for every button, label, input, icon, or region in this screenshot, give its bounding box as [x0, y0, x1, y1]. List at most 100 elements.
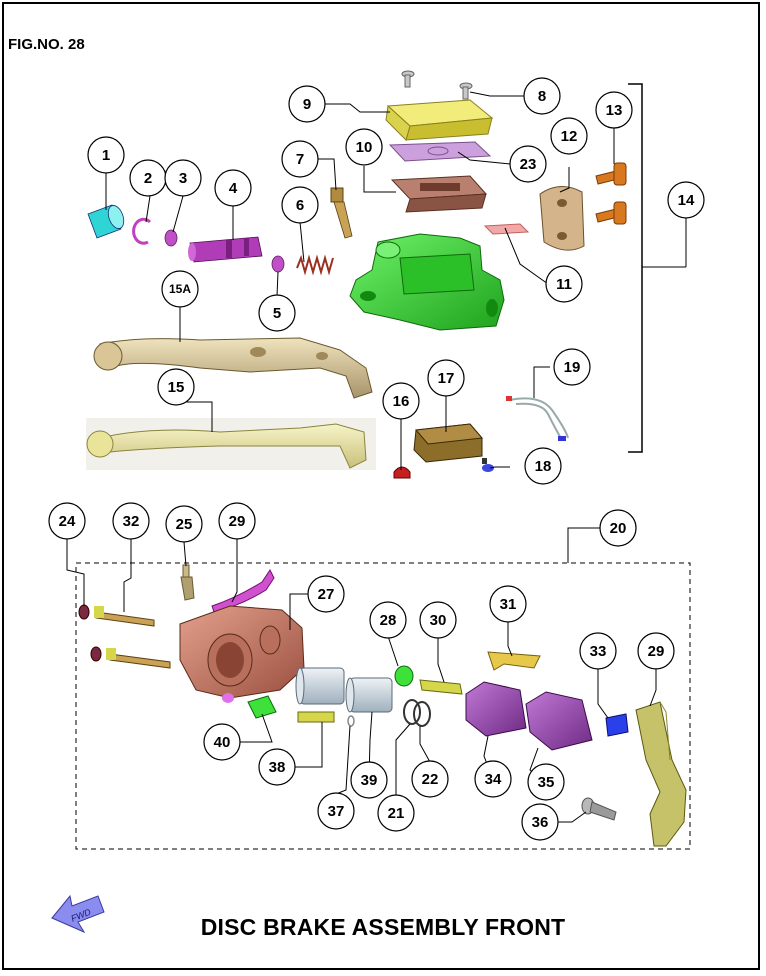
callout-label-30: 30	[430, 612, 447, 629]
callout-label-29a: 29	[229, 513, 246, 530]
callout-label-6: 6	[296, 197, 304, 214]
callout-15A	[161, 270, 199, 308]
callout-12	[550, 117, 588, 155]
part-18-screw	[482, 458, 494, 472]
callout-label-1: 1	[102, 147, 110, 164]
callout-33	[579, 632, 617, 670]
part-30-pin	[419, 679, 463, 695]
callout-19	[553, 348, 591, 386]
part-34-pad	[465, 681, 527, 737]
callout-10	[345, 128, 383, 166]
callout-label-39: 39	[361, 772, 378, 789]
callout-label-34: 34	[485, 771, 502, 788]
part-35-pad	[525, 691, 593, 751]
callout-38	[258, 748, 296, 786]
callout-34	[474, 760, 512, 798]
leader-lines	[66, 91, 657, 823]
part-24-caps	[78, 604, 102, 662]
callout-40	[203, 723, 241, 761]
part-29-boot	[211, 569, 275, 613]
callout-label-18: 18	[535, 458, 552, 475]
callout-label-11: 11	[556, 276, 572, 293]
callout-label-2: 2	[144, 170, 152, 187]
part-40-plug	[247, 695, 277, 719]
callout-36	[521, 803, 559, 841]
part-37-ring	[347, 715, 355, 727]
callout-label-35: 35	[538, 774, 555, 791]
callout-1	[87, 136, 125, 174]
callout-label-20: 20	[610, 520, 627, 537]
part-39-pistons	[295, 667, 393, 713]
callout-label-8: 8	[538, 88, 546, 105]
callout-8	[523, 77, 561, 115]
callout-label-38: 38	[269, 759, 286, 776]
callout-label-40: 40	[214, 734, 231, 751]
callout-label-33: 33	[590, 643, 607, 660]
callout-29b	[637, 632, 675, 670]
callout-4	[214, 169, 252, 207]
part-15A-lever	[93, 337, 373, 399]
callout-25	[165, 505, 203, 543]
callout-39	[350, 761, 388, 799]
part-10-diaphragm	[390, 175, 488, 213]
part-28-plug	[394, 665, 414, 687]
callout-9	[288, 85, 326, 123]
part-32-pins	[94, 606, 171, 669]
part-19-wires	[509, 397, 569, 441]
callout-35	[527, 763, 565, 801]
callout-27	[307, 575, 345, 613]
callout-7	[281, 140, 319, 178]
callout-label-12: 12	[561, 128, 578, 145]
callout-label-3: 3	[179, 170, 187, 187]
part-29-bracket	[635, 701, 687, 847]
part-5-cup	[271, 255, 285, 273]
part-2-circlip	[132, 217, 152, 245]
callout-label-22: 22	[422, 771, 439, 788]
part-25-bleeder	[180, 564, 195, 601]
callout-label-10: 10	[356, 139, 373, 156]
callout-29a	[218, 502, 256, 540]
callout-17	[427, 359, 465, 397]
callout-5	[258, 294, 296, 332]
callout-11	[545, 265, 583, 303]
callout-32	[112, 502, 150, 540]
callout-14	[667, 181, 705, 219]
callout-label-27: 27	[318, 586, 335, 603]
part-36-bolt	[581, 797, 617, 821]
part-38-pin	[297, 711, 335, 723]
callout-28	[369, 601, 407, 639]
group-bracket-14	[628, 83, 643, 453]
part-15-lever	[86, 418, 376, 470]
part-12-clamp	[539, 186, 585, 251]
callout-label-14: 14	[678, 192, 695, 209]
callout-label-37: 37	[328, 803, 345, 820]
callout-22	[411, 760, 449, 798]
part-17-switch	[413, 423, 483, 463]
part-13-bolts	[595, 162, 627, 225]
callout-label-24: 24	[59, 513, 76, 530]
part-16-cap	[393, 466, 411, 479]
callouts	[48, 77, 705, 841]
part-31-spring	[487, 651, 541, 671]
callout-16	[382, 382, 420, 420]
callout-label-17: 17	[438, 370, 455, 387]
part-9-cap	[385, 99, 494, 141]
part-4-piston	[188, 236, 263, 263]
callout-30	[419, 601, 457, 639]
callout-label-36: 36	[532, 814, 549, 831]
callout-15	[157, 368, 195, 406]
part-1-boot	[87, 204, 125, 239]
master-cylinder-body	[349, 233, 505, 331]
callout-20	[599, 509, 637, 547]
callout-13	[595, 91, 633, 129]
callout-label-16: 16	[393, 393, 410, 410]
callout-21	[377, 794, 415, 832]
part-7-screw	[330, 187, 353, 239]
group-box-20	[75, 562, 691, 850]
part-21-seals	[403, 699, 431, 727]
callout-label-15: 15	[168, 379, 185, 396]
callout-label-23: 23	[520, 156, 537, 173]
callout-label-15A: 15A	[169, 282, 191, 296]
